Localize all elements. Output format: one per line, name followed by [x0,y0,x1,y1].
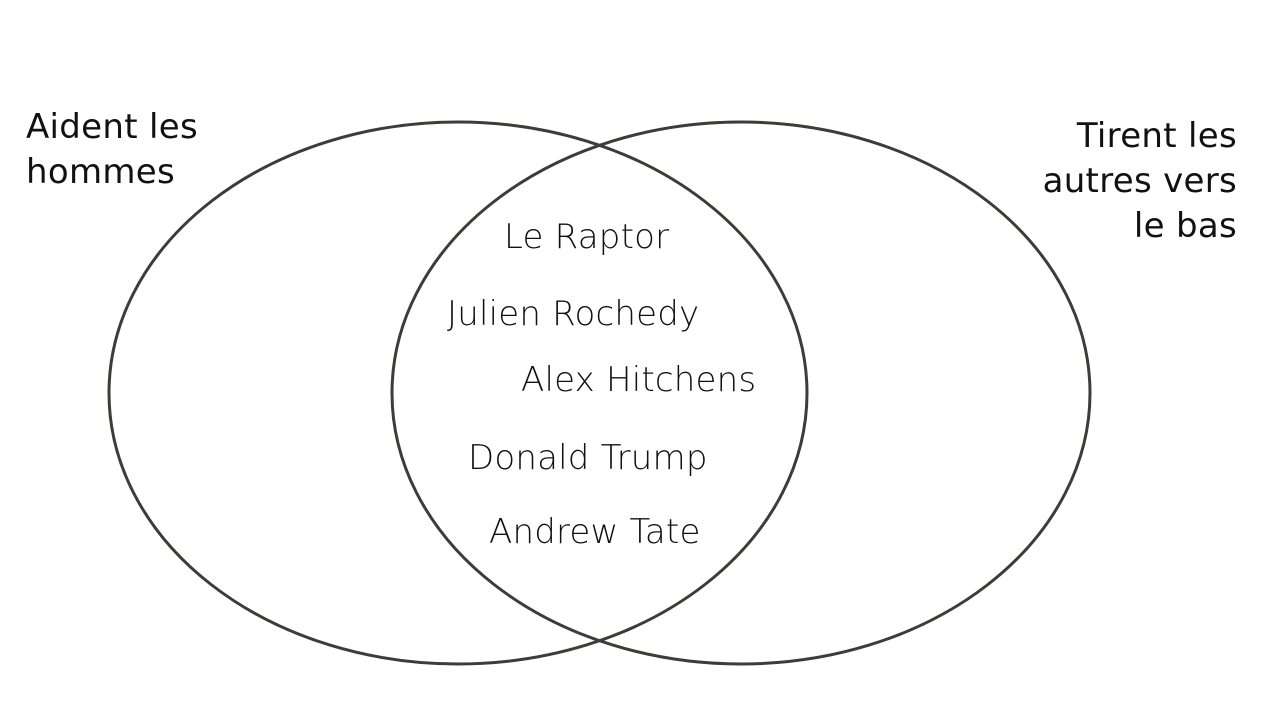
intersection-item: Le Raptor [504,217,670,257]
right-set-circle [390,120,1092,666]
right-set-label: Tirent les autres vers le bas [1042,116,1237,246]
intersection-item: Donald Trump [468,438,708,478]
intersection-item: Alex Hitchens [521,360,757,400]
intersection-item: Andrew Tate [489,512,701,552]
intersection-item: Julien Rochedy [447,294,700,334]
left-set-label: Aident les hommes [26,107,198,192]
left-set-circle [107,120,809,666]
